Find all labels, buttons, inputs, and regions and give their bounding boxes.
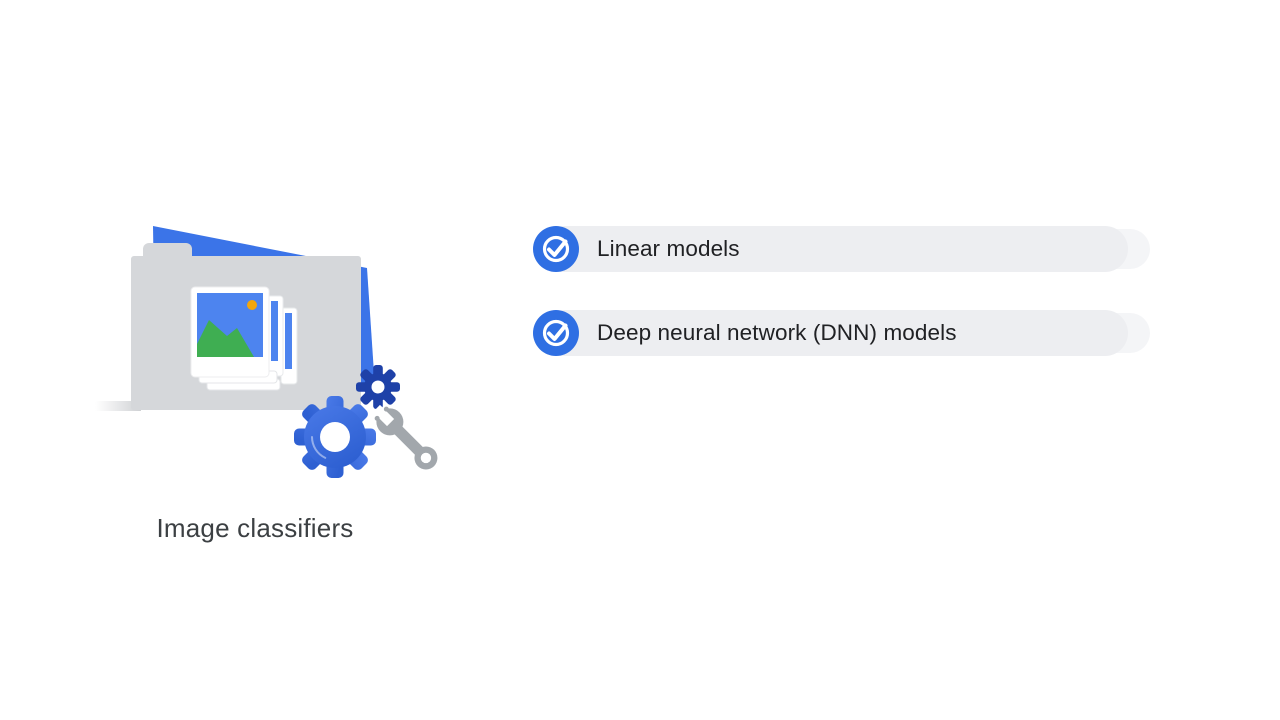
photo-stack-icon <box>190 286 298 391</box>
checklist-item-label: Linear models <box>597 236 740 261</box>
checklist-item: Deep neural network (DNN) models <box>533 310 1150 356</box>
check-circle-icon <box>533 310 579 356</box>
image-classifier-illustration <box>95 220 445 480</box>
illustration-caption: Image classifiers <box>156 513 354 543</box>
checklist-item-label: Deep neural network (DNN) models <box>597 320 957 345</box>
folder-shadow <box>95 401 141 411</box>
gear-icon-large <box>294 396 376 478</box>
image-classifier-folder-illustration <box>95 226 438 478</box>
gear-icon-small <box>356 365 400 409</box>
wrench-icon <box>372 404 438 470</box>
checklist-item-pill <box>542 226 1128 272</box>
checklist-item-pill <box>542 310 1128 356</box>
checklist-item: Linear models <box>533 226 1150 272</box>
check-circle-icon <box>533 226 579 272</box>
photo-mountains <box>197 320 254 357</box>
photo-sun <box>247 300 257 310</box>
